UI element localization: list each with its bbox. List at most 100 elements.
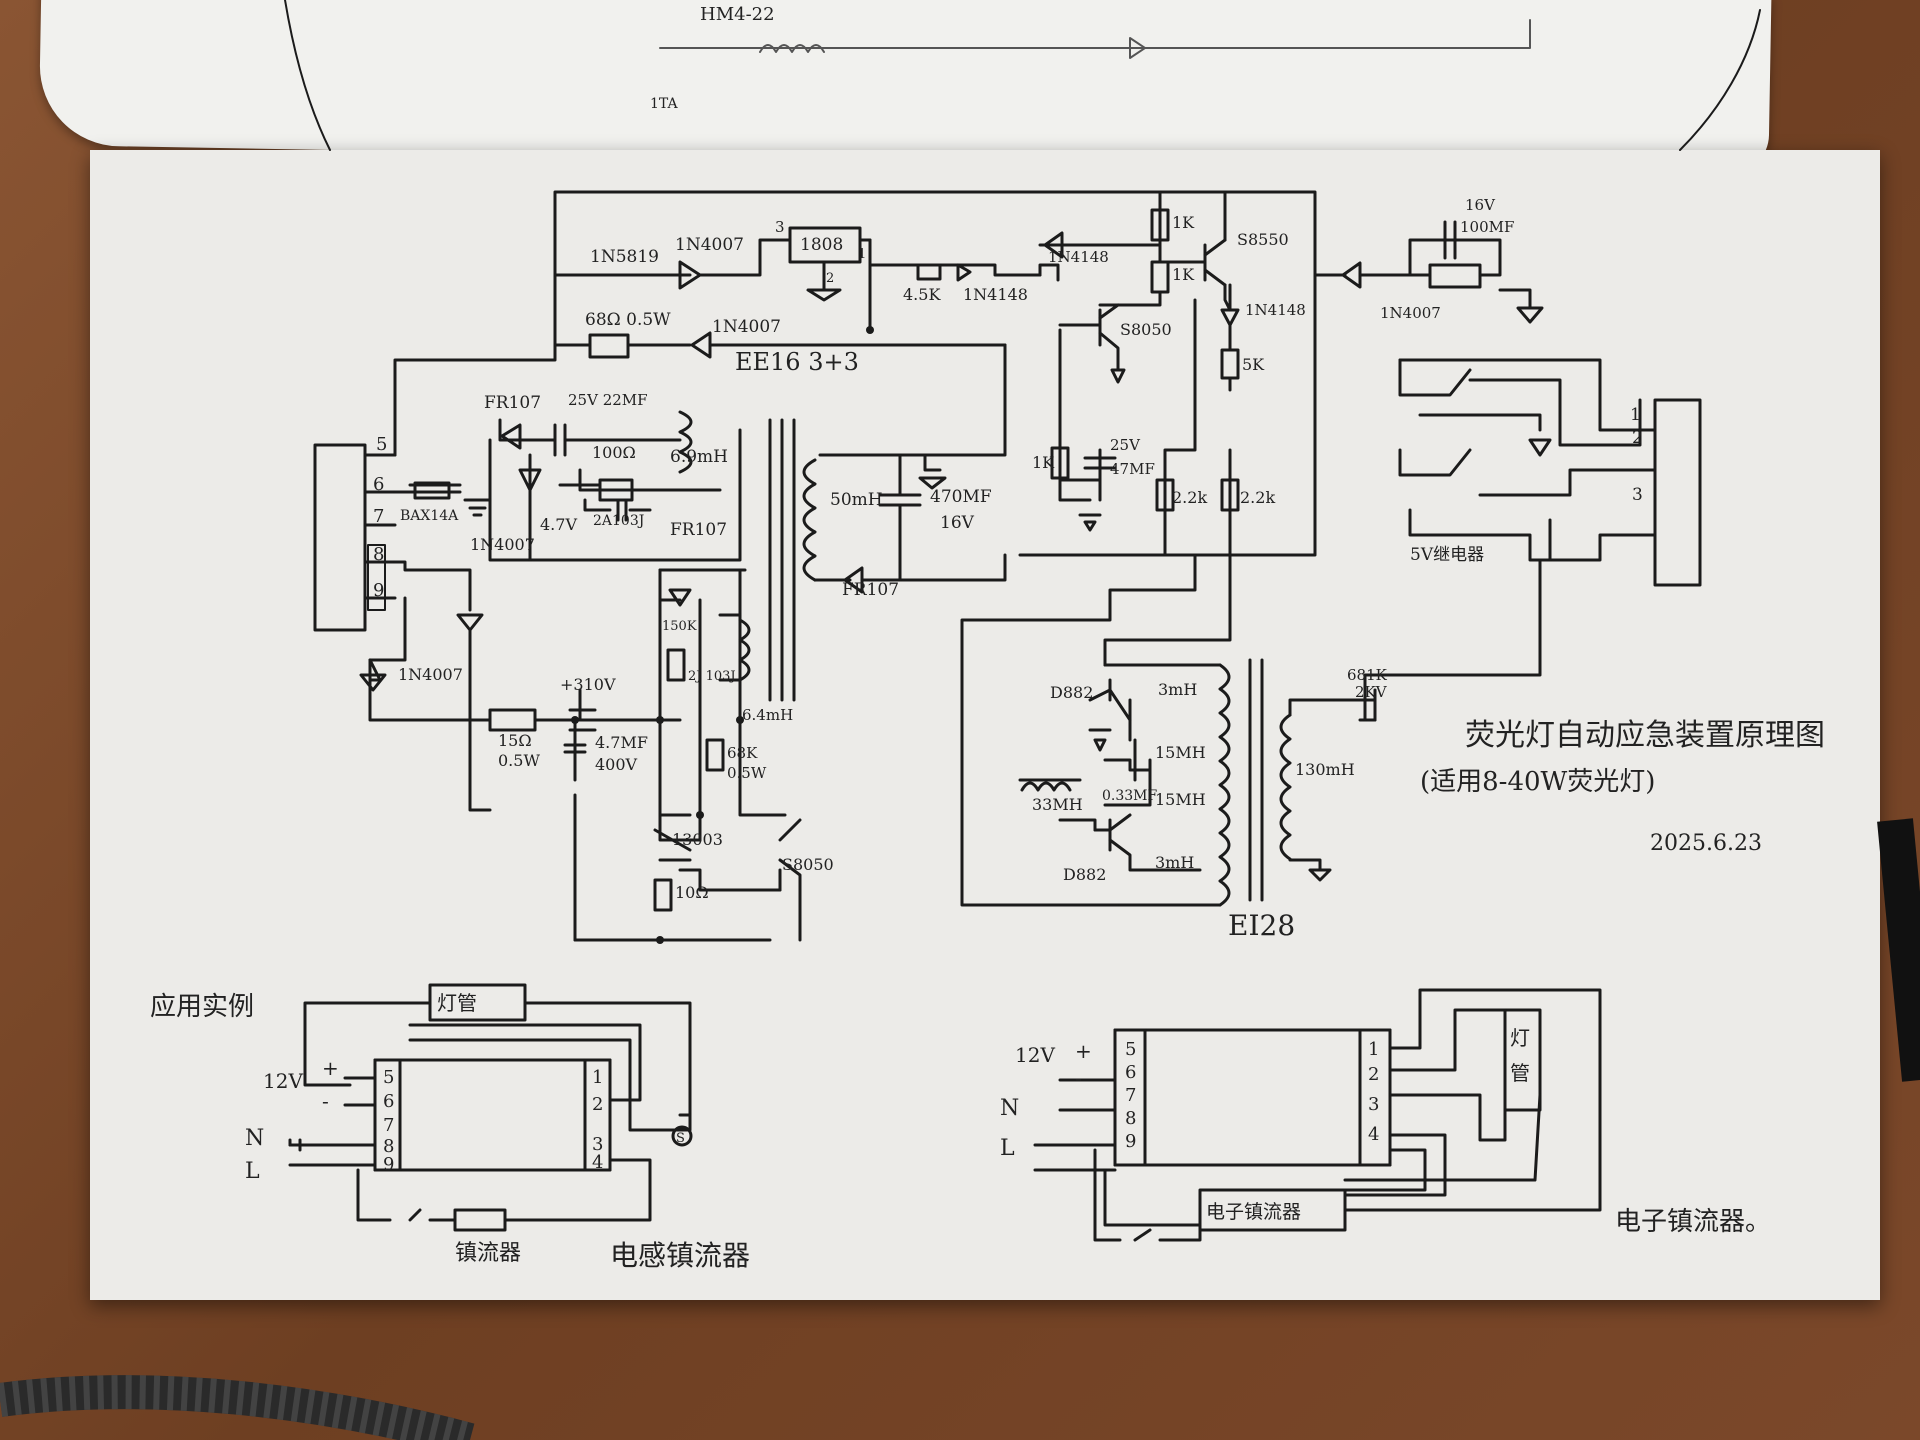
right-pin-7: 7 — [1125, 1085, 1136, 1106]
left-pin-1: 1 — [592, 1067, 603, 1088]
label-2-2k-a: 2.2k — [1172, 488, 1207, 507]
label-1n4007-d: 1N4007 — [470, 535, 535, 554]
label-1n4007-b: 1N4007 — [712, 317, 781, 337]
left-n: N — [245, 1126, 264, 1151]
label-1n4007-a: 1N4007 — [675, 235, 744, 255]
secondary-rectifier: 50mH 470MF 16V FR107 — [802, 343, 1007, 600]
label-10ohm: 10Ω — [675, 883, 709, 902]
label-4-7mf: 4.7MF — [595, 733, 648, 752]
label-15mh-b: 15MH — [1155, 790, 1206, 809]
inverter-section: D882 3mH 15MH 15MH 3mH 33MH 0.33MF D882 … — [960, 553, 1388, 942]
label-relay: 5V继电器 — [1410, 545, 1484, 565]
flyback-section: FR107 25V 22MF 6.9mH 100Ω 4.7V 2A103J BA… — [393, 391, 796, 702]
relay-section: 1N4007 16V 100MF 1 2 3 5V继电器 — [1313, 196, 1702, 722]
label-2j103j: 2J 103J — [688, 669, 736, 684]
left-pin-5: 5 — [383, 1067, 394, 1088]
out-pin-3: 3 — [1632, 485, 1643, 505]
label-1808: 1808 — [800, 235, 843, 255]
label-25v22mf: 25V 22MF — [568, 391, 648, 409]
diagram-title: 荧光灯自动应急装置原理图 — [1465, 718, 1825, 753]
left-pin-4: 4 — [592, 1152, 603, 1173]
right-pin-6: 6 — [1125, 1062, 1136, 1083]
right-12v: 12V — [1015, 1043, 1055, 1067]
left-pin-7: 7 — [383, 1115, 394, 1136]
label-reg-pin3: 3 — [775, 218, 785, 236]
label-1n4148-a: 1N4148 — [963, 285, 1028, 304]
label-1n4148-c: 1N4148 — [1245, 301, 1306, 319]
top-page-label-b: 1TA — [650, 96, 678, 112]
right-pin-1: 1 — [1368, 1039, 1379, 1060]
pin-8: 8 — [373, 544, 384, 565]
label-0-33mf: 0.33MF — [1102, 788, 1158, 804]
label-6-4mh: 6.4mH — [742, 706, 793, 724]
label-d882-a: D882 — [1050, 683, 1093, 702]
out-pin-1: 1 — [1630, 405, 1641, 425]
right-pin-5: 5 — [1125, 1039, 1136, 1060]
module-connector-block: 5 6 7 8 9 — [313, 434, 397, 632]
out-pin-2: 2 — [1632, 428, 1643, 448]
pen — [1877, 818, 1920, 1082]
label-1n4148-b: 1N4148 — [1048, 248, 1109, 266]
right-l: L — [1000, 1136, 1015, 1161]
power-section: 1N4007 1N4007 15Ω 0.5W +310V 4.7MF 400V … — [359, 535, 834, 944]
left-pin-3: 3 — [592, 1134, 603, 1155]
title-block: 荧光灯自动应急装置原理图 (适用8-40W荧光灯) 2025.6.23 — [1420, 718, 1825, 856]
label-15mh-a: 15MH — [1155, 743, 1206, 762]
label-470mf: 470MF — [930, 487, 992, 507]
right-pin-9: 9 — [1125, 1131, 1136, 1152]
label-25v: 25V — [1110, 436, 1141, 454]
label-reg-pin2: 2 — [826, 271, 834, 286]
top-page-sketch: HM4-22 1TA — [284, 0, 1761, 151]
pin-7: 7 — [373, 506, 384, 527]
label-1k-a: 1K — [1172, 213, 1195, 232]
right-n: N — [1000, 1096, 1019, 1121]
label-68k-w: 0.5W — [727, 764, 767, 782]
label-5k: 5K — [1242, 355, 1265, 374]
label-16v: 16V — [1465, 196, 1496, 214]
left-ballast-label: 镇流器 — [455, 1241, 521, 1266]
label-1k-c: 1K — [1032, 453, 1055, 472]
label-2-2k-b: 2.2k — [1240, 488, 1275, 507]
diagram-date: 2025.6.23 — [1650, 831, 1762, 856]
application-example-inductive: 应用实例 灯管 S 12V + - N L 5 6 7 8 9 1 2 3 4 … — [150, 983, 750, 1272]
label-ei28: EI28 — [1228, 909, 1295, 942]
left-plus: + — [322, 1056, 339, 1080]
label-s8050-b: S8050 — [782, 855, 834, 874]
label-d882-b: D882 — [1063, 865, 1106, 884]
control-section: 1N4148 1K 1K S8550 S8050 1N4148 5K 1K 25… — [1032, 190, 1306, 557]
label-68k: 68K — [727, 744, 758, 762]
supply-section: 1N5819 1N4007 1808 3 1 2 4.5K 1N4148 68Ω… — [393, 190, 1317, 557]
label-bax14a: BAX14A — [400, 508, 459, 524]
left-l: L — [245, 1159, 260, 1184]
label-68ohm: 68Ω 0.5W — [585, 310, 671, 330]
right-ballast-label: 电子镇流器 — [1206, 1201, 1301, 1223]
label-fr107-b: FR107 — [670, 520, 727, 540]
label-100mf: 100MF — [1460, 218, 1514, 236]
left-pin-6: 6 — [383, 1091, 394, 1112]
right-plus: + — [1075, 1039, 1092, 1063]
left-caption: 电感镇流器 — [610, 1239, 750, 1272]
label-s8550: S8550 — [1237, 230, 1289, 249]
label-fr107-a: FR107 — [484, 393, 541, 413]
label-reg-pin1: 1 — [858, 247, 866, 262]
right-pin-3: 3 — [1368, 1094, 1379, 1115]
top-page-label-a: HM4-22 — [700, 4, 775, 25]
label-33mh: 33MH — [1032, 795, 1083, 814]
pin-6: 6 — [373, 474, 384, 495]
label-1k-b: 1K — [1172, 265, 1195, 284]
label-400v: 400V — [595, 755, 638, 774]
label-s8050-a: S8050 — [1120, 320, 1172, 339]
label-2a103j: 2A103J — [593, 513, 644, 529]
label-fr107-c: FR107 — [842, 580, 899, 600]
right-pin-4: 4 — [1368, 1124, 1379, 1145]
label-310v: +310V — [560, 675, 616, 694]
left-minus: - — [322, 1089, 329, 1113]
right-lamp-label-2: 管 — [1510, 1061, 1530, 1085]
starter-s: S — [676, 1131, 685, 1146]
label-4-7v: 4.7V — [540, 515, 577, 534]
right-pin-8: 8 — [1125, 1108, 1136, 1129]
pin-9: 9 — [373, 580, 384, 601]
label-ee16: EE16 3+3 — [735, 348, 859, 376]
label-6-9mh: 6.9mH — [670, 447, 728, 467]
